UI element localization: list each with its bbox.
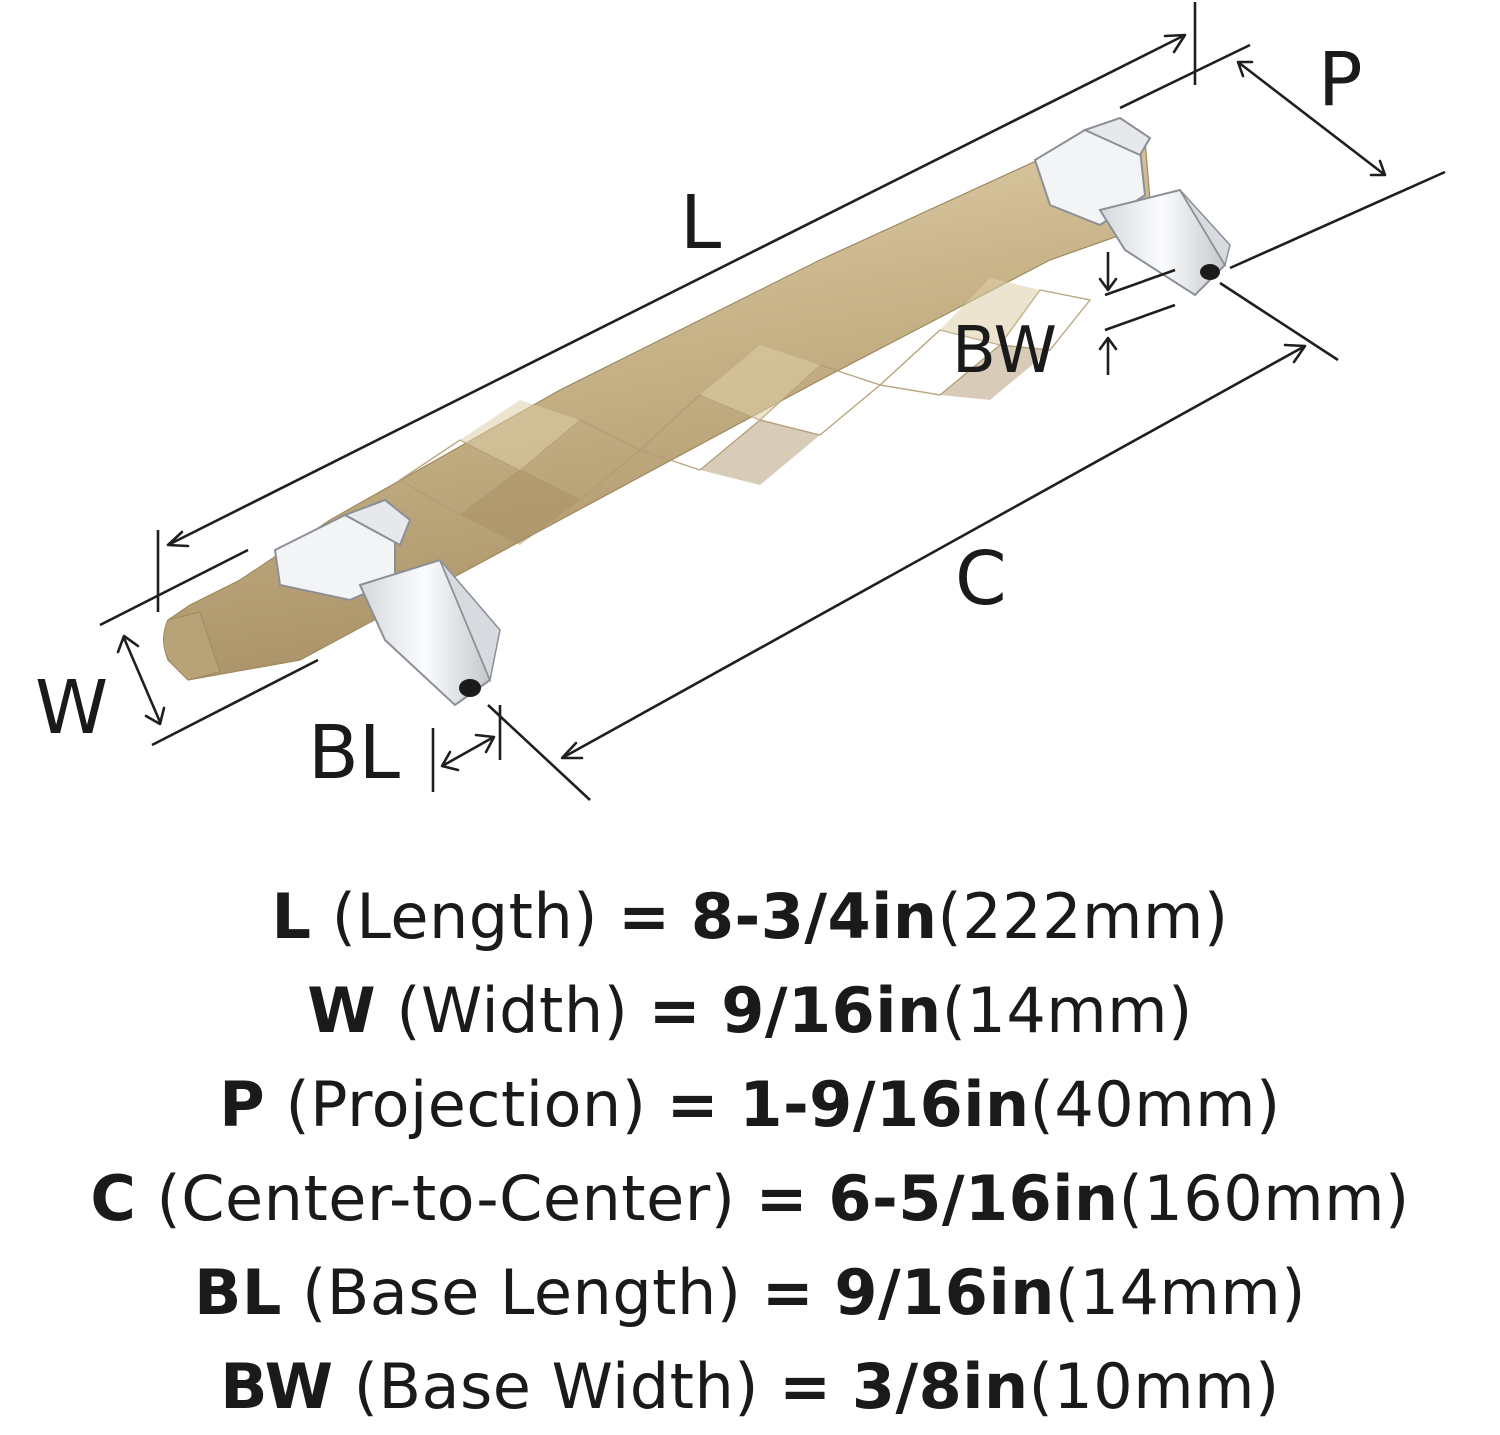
- dimension-p: P: [1119, 37, 1446, 270]
- spec-row-base-length: BL (Base Length) = 9/16in(14mm): [194, 1256, 1306, 1329]
- dimension-w: W: [35, 548, 319, 751]
- spec-row-center-to-center: C (Center-to-Center) = 6-5/16in(160mm): [90, 1162, 1410, 1235]
- right-post: [1033, 116, 1231, 297]
- dimension-l: L: [156, 2, 1197, 612]
- label-l: L: [680, 180, 721, 266]
- label-p: P: [1318, 37, 1363, 123]
- spec-row-projection: P (Projection) = 1-9/16in(40mm): [219, 1068, 1281, 1141]
- spec-row-base-width: BW (Base Width) = 3/8in(10mm): [220, 1350, 1280, 1423]
- label-c: C: [955, 536, 1007, 622]
- handle-bar: [163, 124, 1151, 681]
- dimension-bl: BL: [308, 705, 502, 796]
- spec-row-width: W (Width) = 9/16in(14mm): [307, 974, 1193, 1047]
- dimension-c: C: [487, 281, 1339, 801]
- spec-row-length: L (Length) = 8-3/4in(222mm): [271, 880, 1229, 953]
- left-post: [273, 498, 501, 707]
- dimension-bw: BW: [952, 252, 1176, 388]
- label-w: W: [35, 665, 108, 751]
- label-bw: BW: [952, 314, 1057, 388]
- label-bl: BL: [308, 710, 400, 796]
- specification-list: L (Length) = 8-3/4in(222mm) W (Width) = …: [0, 870, 1500, 1434]
- cabinet-pull-diagram: L P BW C W: [35, 2, 1446, 801]
